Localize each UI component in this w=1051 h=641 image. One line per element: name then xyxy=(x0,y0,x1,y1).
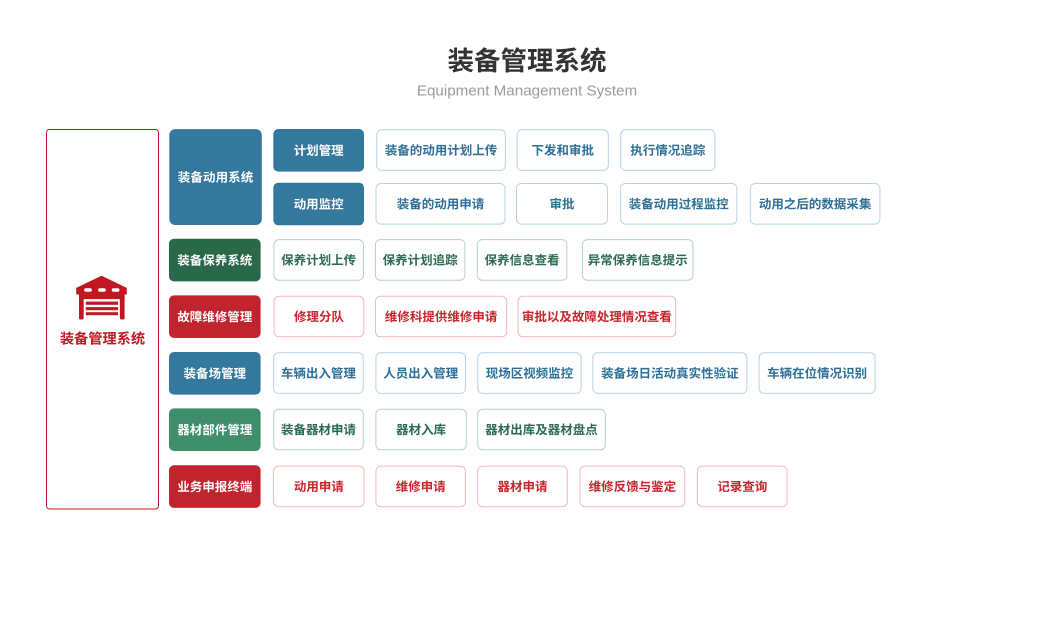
svg-text:Equipment Management System: Equipment Management System xyxy=(417,82,637,99)
